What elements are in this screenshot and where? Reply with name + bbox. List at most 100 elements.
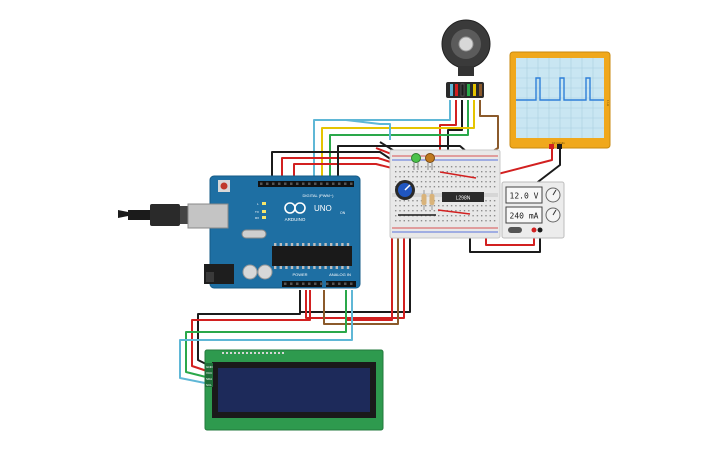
breadboard-hole (459, 205, 461, 207)
breadboard-hole (468, 215, 470, 217)
onboard-leds: L TX RX (255, 202, 266, 220)
breadboard-hole (403, 171, 405, 173)
breadboard-hole (395, 166, 397, 168)
breadboard-hole (489, 220, 491, 222)
breadboard-hole (407, 166, 410, 168)
breadboard-hole (446, 215, 448, 217)
breadboard-hole (468, 166, 470, 168)
breadboard-hole (489, 200, 491, 202)
voltage-knob[interactable] (545, 187, 561, 203)
header-pin (344, 282, 347, 285)
supply-power-switch[interactable] (508, 227, 522, 233)
breadboard-hole (468, 186, 470, 188)
breadboard-hole (476, 210, 479, 212)
breadboard-hole (485, 220, 487, 222)
chip-pin (274, 243, 277, 246)
lcd-header-pin (246, 352, 248, 354)
breadboard-hole (416, 166, 418, 168)
power-supply[interactable]: 12.0 V 240 mA (501, 181, 565, 239)
breadboard-hole (463, 181, 466, 183)
current-knob[interactable] (545, 207, 561, 223)
breadboard[interactable]: L298N (389, 149, 501, 239)
breadboard-hole (485, 166, 487, 168)
chip-pin (330, 243, 333, 246)
chip-pin (346, 243, 350, 246)
breadboard-hole (485, 171, 487, 173)
breadboard-hole (429, 171, 431, 173)
breadboard-hole (493, 181, 496, 183)
breadboard-hole (425, 181, 427, 183)
oscilloscope[interactable]: 1 Hz 10 ms/div (509, 51, 611, 149)
breadboard-hole (493, 205, 496, 207)
chip-pin (313, 243, 316, 246)
breadboard-hole (395, 205, 397, 207)
chip-pin (324, 266, 327, 269)
current-readout: 240 mA (510, 212, 539, 221)
breadboard-hole (425, 220, 427, 222)
breadboard-hole (463, 205, 466, 207)
breadboard-hole (403, 210, 405, 212)
header-pin (326, 182, 329, 185)
header-pin (326, 282, 329, 285)
breadboard-hole (468, 171, 470, 173)
analog-header (326, 281, 356, 287)
breadboard-hole (455, 210, 457, 212)
header-pin (302, 282, 305, 285)
header-pin (284, 182, 287, 185)
breadboard-hole (476, 220, 479, 222)
breadboard-hole (485, 181, 487, 183)
breadboard-hole (446, 220, 448, 222)
wire-lcd-green (185, 290, 347, 379)
breadboard-hole (416, 181, 418, 183)
breadboard-hole (407, 220, 410, 222)
breadboard-hole (403, 200, 405, 202)
breadboard-hole (489, 181, 491, 183)
lcd-header-pin (258, 352, 260, 354)
breadboard-hole (446, 171, 448, 173)
breadboard-hole (446, 166, 448, 168)
header-pin (350, 182, 353, 185)
chip-pin (302, 266, 305, 269)
breadboard-hole (459, 171, 461, 173)
lcd-header-pin (274, 352, 276, 354)
breadboard-hole (433, 171, 436, 173)
breadboard-hole (463, 186, 466, 188)
header-pin (260, 182, 263, 185)
lcd-screen (218, 368, 370, 412)
breadboard-hole (485, 176, 487, 178)
breadboard-hole (459, 176, 461, 178)
lcd-16x2[interactable]: GND VCC SDA SCL (204, 349, 384, 431)
wire-lcd-cyan (179, 290, 353, 385)
arduino-brand: ARDUINO (285, 217, 306, 222)
lcd-header-pin (262, 352, 264, 354)
dc-motor-encoder[interactable] (441, 19, 491, 98)
header-pin (296, 182, 299, 185)
breadboard-hole (489, 215, 491, 217)
breadboard-hole (442, 186, 444, 188)
header-pin (308, 282, 311, 285)
potentiometer[interactable] (395, 180, 415, 200)
breadboard-hole (476, 205, 479, 207)
arduino-uno[interactable]: DIGITAL (PWM~) ARDUINO UNO ON L TX RX PO… (118, 175, 361, 289)
lcd-header-pin (234, 352, 236, 354)
supply-terminal-pos (531, 227, 537, 233)
chip-pin (296, 243, 299, 246)
driver-chip-label: L298N (456, 196, 471, 202)
chip-pin (318, 243, 322, 246)
supply-terminal-neg (537, 227, 543, 233)
breadboard-hole (395, 220, 397, 222)
arduino-on-label: ON (340, 211, 346, 215)
breadboard-hole (476, 166, 479, 168)
breadboard-hole (493, 210, 496, 212)
breadboard-hole (476, 176, 479, 178)
breadboard-hole (425, 205, 427, 207)
jumper-red-bb (439, 171, 477, 179)
breadboard-hole (476, 181, 479, 183)
header-pin (314, 182, 317, 185)
breadboard-hole (395, 171, 397, 173)
breadboard-hole (489, 166, 491, 168)
breadboard-hole (399, 171, 401, 173)
breadboard-hole (442, 215, 444, 217)
breadboard-hole (446, 181, 448, 183)
chip-pin (341, 243, 344, 246)
